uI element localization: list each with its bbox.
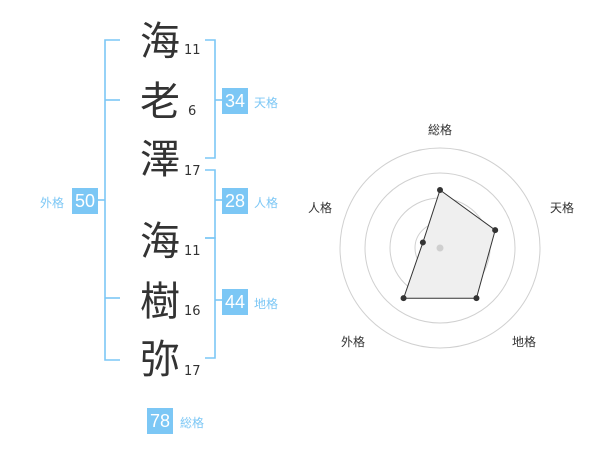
name-kanji-6: 弥 xyxy=(140,337,180,383)
tenkaku-label: 天格 xyxy=(254,96,279,110)
name-kanji-2: 老 xyxy=(140,79,180,125)
name-kanji-1: 海 xyxy=(140,19,180,65)
gaikaku-value: 50 xyxy=(72,188,98,214)
radar-point-0 xyxy=(437,187,443,193)
radar-point-4 xyxy=(419,239,426,246)
radar-point-2 xyxy=(473,295,480,302)
radar-polygon xyxy=(402,189,496,299)
gaikaku-label: 外格 xyxy=(40,196,65,210)
radar-label-jinkaku: 人格 xyxy=(308,200,332,215)
jinkaku-value: 28 xyxy=(222,188,248,214)
radar-ring-4 xyxy=(339,147,541,349)
chikaku-value: 44 xyxy=(222,289,248,315)
radar-label-gaikaku: 外格 xyxy=(341,334,365,349)
tenkaku-value: 34 xyxy=(222,88,248,114)
radar-point-3 xyxy=(400,295,407,302)
chikaku-label: 地格 xyxy=(254,297,279,311)
radar-label-chikaku: 地格 xyxy=(512,334,536,349)
radar-label-soukaku: 総格 xyxy=(428,122,452,137)
jinkaku-label: 人格 xyxy=(254,196,279,210)
name-strokes-5: 16 xyxy=(184,304,201,319)
name-strokes-1: 11 xyxy=(184,43,201,58)
name-kanji-4: 海 xyxy=(140,219,180,265)
tenkaku-bracket xyxy=(205,39,216,159)
name-kanji-3: 澤 xyxy=(140,137,180,183)
name-strokes-2: 6 xyxy=(188,104,197,119)
name-strokes-4: 11 xyxy=(184,244,201,259)
radar-point-1 xyxy=(492,227,499,234)
soukaku-value: 78 xyxy=(147,408,173,434)
name-strokes-6: 17 xyxy=(184,364,201,379)
soukaku-label: 総格 xyxy=(180,416,205,430)
radar-center xyxy=(436,244,444,252)
name-kanji-5: 樹 xyxy=(140,279,180,325)
radar-label-tenkaku: 天格 xyxy=(550,200,574,215)
radar-ring-3 xyxy=(364,172,516,324)
chikaku-bracket xyxy=(205,237,216,359)
name-strokes-3: 17 xyxy=(184,164,201,179)
